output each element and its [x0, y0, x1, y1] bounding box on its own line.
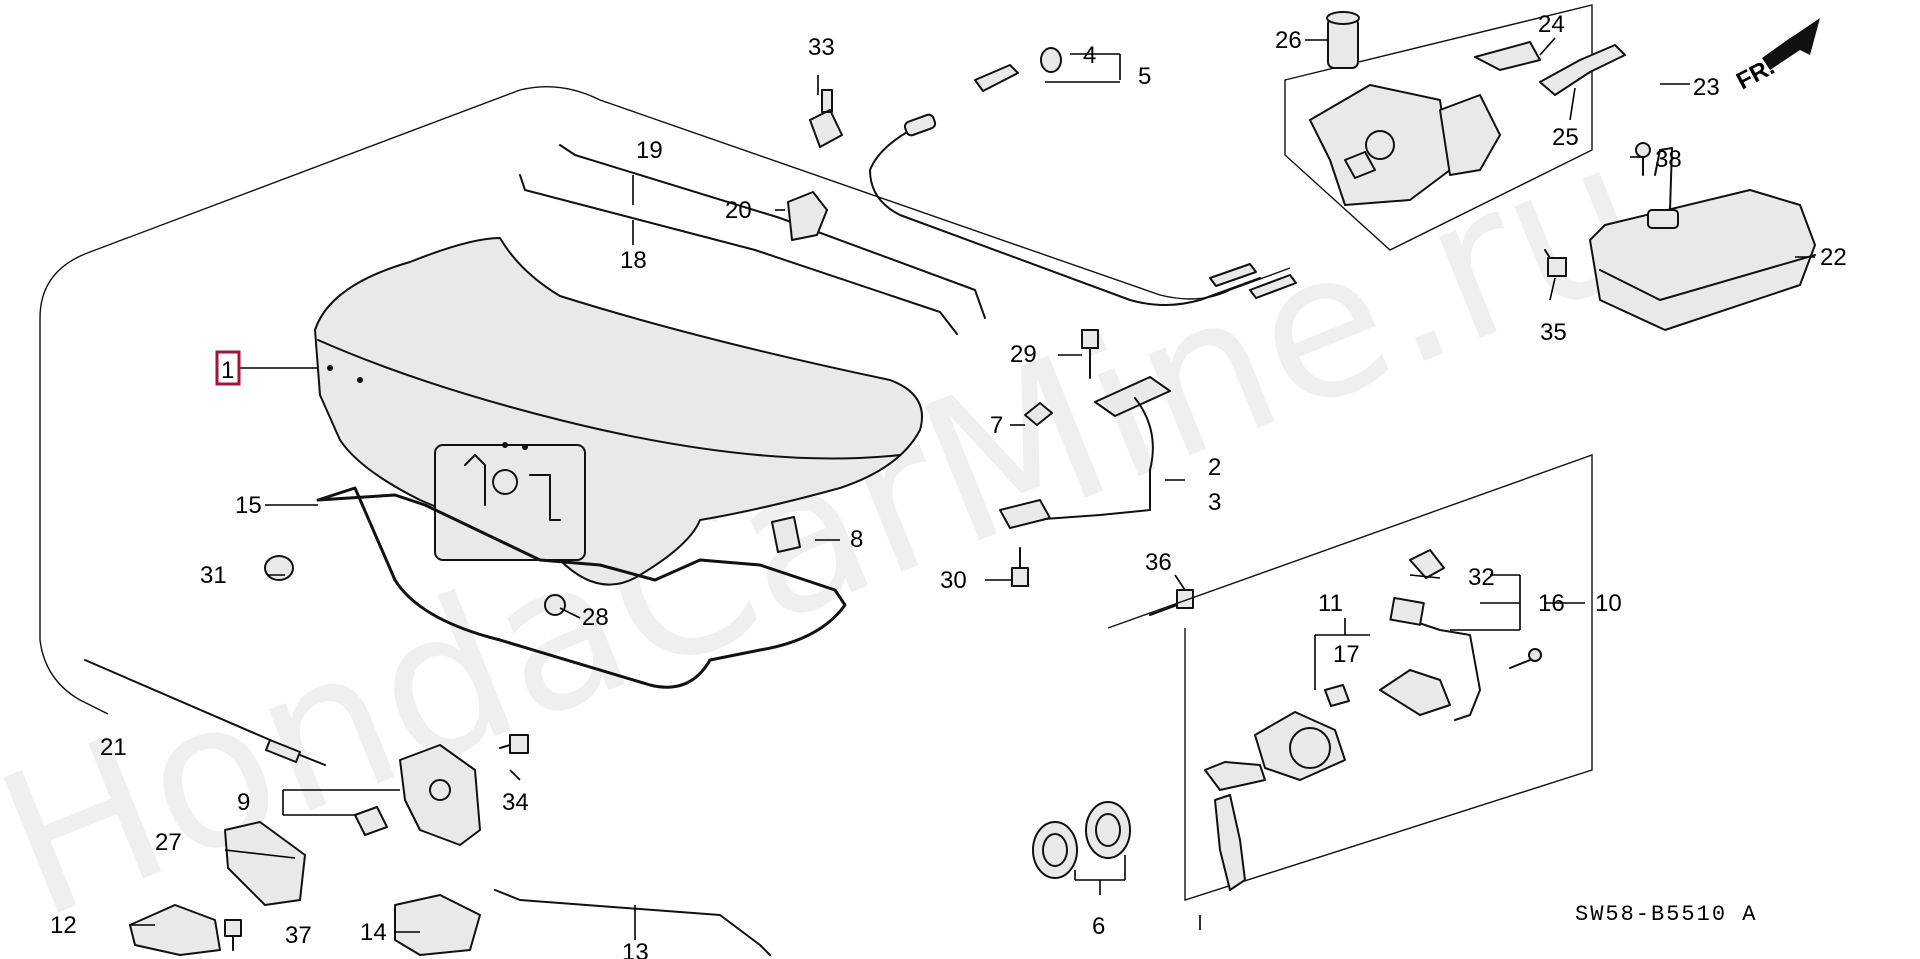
callout-3[interactable]: 3: [1208, 489, 1221, 516]
diagram-code: SW58-B5510 A: [1575, 902, 1757, 927]
callout-20[interactable]: 20: [725, 197, 752, 224]
clip-17[interactable]: [1324, 684, 1350, 707]
callout-labels: 1 2 3 4 5 6 7 8 9 10 11 12 13 14 15 16 1…: [50, 11, 1847, 959]
cable-grommet[interactable]: [903, 113, 937, 137]
bumper-7[interactable]: [1024, 402, 1053, 426]
key-switch-connector[interactable]: [1379, 596, 1481, 721]
bolt-29[interactable]: [1081, 329, 1099, 379]
trunk-key-cylinder[interactable]: [1204, 711, 1346, 891]
callout-25[interactable]: 25: [1552, 124, 1579, 151]
callout-23[interactable]: 23: [1693, 74, 1720, 101]
trunk-hinge[interactable]: [999, 376, 1171, 529]
callout-7[interactable]: 7: [990, 412, 1003, 439]
callout-9[interactable]: 9: [237, 789, 250, 816]
callout-24[interactable]: 24: [1538, 11, 1565, 38]
opener-cable-upper[interactable]: [869, 124, 1261, 306]
callout-4[interactable]: 4: [1083, 42, 1096, 69]
clip-20[interactable]: [787, 191, 828, 241]
washer-4[interactable]: [1040, 47, 1062, 73]
callout-34[interactable]: 34: [502, 789, 529, 816]
callout-14[interactable]: 14: [360, 919, 387, 946]
trunk-latch[interactable]: [354, 744, 481, 846]
bolt-35[interactable]: [1544, 249, 1567, 277]
callout-15[interactable]: 15: [235, 492, 262, 519]
torsion-bar-19[interactable]: [559, 144, 986, 319]
callout-2[interactable]: 2: [1208, 454, 1221, 481]
bracket-25[interactable]: [1539, 44, 1626, 96]
callout-19[interactable]: 19: [636, 137, 663, 164]
trim-cover-22[interactable]: [1589, 147, 1816, 331]
rod-13[interactable]: [494, 889, 771, 956]
callout-26[interactable]: 26: [1275, 27, 1302, 54]
callout-12[interactable]: 12: [50, 912, 77, 939]
callout-28[interactable]: 28: [582, 604, 609, 631]
callout-13[interactable]: 13: [622, 939, 649, 959]
grommet-28[interactable]: [544, 594, 566, 616]
callout-1-highlight: [215, 350, 241, 386]
leader-lines: [130, 37, 1815, 940]
callout-1[interactable]: 1: [221, 357, 234, 384]
callout-10[interactable]: 10: [1595, 590, 1622, 617]
callout-35[interactable]: 35: [1540, 319, 1567, 346]
callout-17[interactable]: 17: [1333, 641, 1360, 668]
callout-33[interactable]: 33: [808, 34, 835, 61]
callout-30[interactable]: 30: [940, 567, 967, 594]
callout-38[interactable]: 38: [1655, 146, 1682, 173]
callout-27[interactable]: 27: [155, 829, 182, 856]
callout-22[interactable]: 22: [1820, 244, 1847, 271]
cushion-8[interactable]: [771, 516, 801, 553]
callout-18[interactable]: 18: [620, 247, 647, 274]
callout-37[interactable]: 37: [285, 922, 312, 949]
callout-32[interactable]: 32: [1468, 564, 1495, 591]
callout-21[interactable]: 21: [100, 734, 127, 761]
callout-8[interactable]: 8: [850, 526, 863, 553]
bolt-34[interactable]: [499, 734, 529, 754]
bracket-12[interactable]: [129, 904, 221, 956]
bracket-24[interactable]: [1474, 41, 1541, 71]
seal-6[interactable]: [1032, 801, 1131, 879]
weatherstrip[interactable]: [316, 486, 847, 689]
screw-16[interactable]: [1509, 648, 1542, 669]
cylinder-box-outline: [1107, 454, 1593, 901]
trunk-lid[interactable]: [314, 237, 923, 586]
grommet-31[interactable]: [264, 555, 294, 581]
cover-14[interactable]: [394, 894, 481, 956]
clip-33[interactable]: [809, 89, 843, 148]
latch-box-outline: [1284, 4, 1593, 251]
callout-31[interactable]: 31: [200, 562, 227, 589]
cap-26[interactable]: [1326, 11, 1360, 69]
clip-32[interactable]: [1409, 549, 1445, 579]
assembly-outline: [39, 86, 1291, 319]
bolt-30[interactable]: [1011, 547, 1029, 587]
callout-36[interactable]: 36: [1145, 549, 1172, 576]
callout-6[interactable]: 6: [1092, 913, 1105, 940]
bolt-37[interactable]: [224, 919, 242, 951]
callout-11[interactable]: 11: [1318, 590, 1343, 617]
callout-16[interactable]: 16: [1538, 590, 1565, 617]
cover-27[interactable]: [224, 821, 306, 906]
callout-5[interactable]: 5: [1138, 63, 1151, 90]
trunk-opener-assembly[interactable]: [1309, 84, 1501, 206]
front-direction-arrow: FR.: [1732, 18, 1820, 95]
screw-38[interactable]: [1635, 142, 1651, 176]
torsion-bar-18[interactable]: [519, 174, 958, 335]
cable-end-upper[interactable]: [974, 64, 1019, 92]
callout-29[interactable]: 29: [1010, 341, 1037, 368]
assembly-outline-left: [39, 318, 109, 715]
